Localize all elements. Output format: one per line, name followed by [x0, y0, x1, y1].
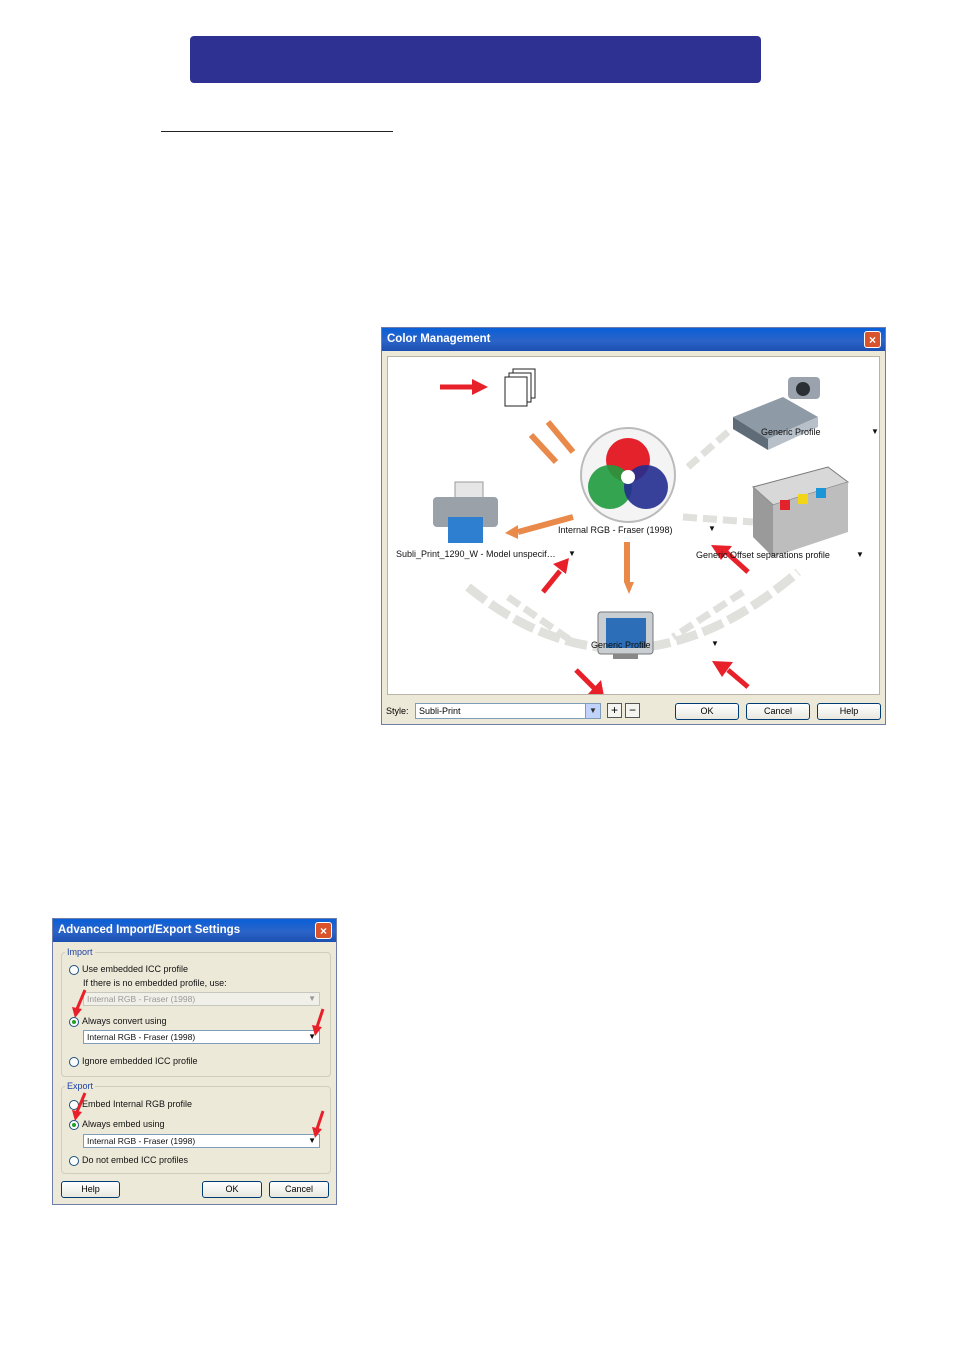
remove-style-button[interactable]: −: [625, 703, 640, 718]
chevron-down-icon[interactable]: ▼: [585, 704, 600, 718]
advanced-title: Advanced Import/Export Settings: [58, 924, 241, 936]
monitor-profile-dropdown-arrow[interactable]: ▼: [711, 639, 719, 648]
ignore-embedded-label: Ignore embedded ICC profile: [82, 1056, 198, 1066]
printer-icon: [433, 481, 498, 543]
ok-button[interactable]: OK: [675, 703, 739, 720]
document-stack-icon: [504, 368, 536, 407]
convert-profile-select[interactable]: Internal RGB - Fraser (1998) ▼: [83, 1030, 320, 1044]
separations-profile-label: Generic Offset separations profile: [696, 550, 830, 560]
header-banner: [190, 36, 761, 83]
embed-profile-select[interactable]: Internal RGB - Fraser (1998) ▼: [83, 1134, 320, 1148]
fallback-profile-value: Internal RGB - Fraser (1998): [87, 994, 196, 1004]
style-combobox[interactable]: Subli-Print ▼: [415, 703, 601, 719]
import-group-title: Import: [65, 947, 95, 957]
advanced-close-button[interactable]: ×: [315, 922, 332, 939]
advanced-help-button[interactable]: Help: [61, 1181, 120, 1198]
fallback-profile-select: Internal RGB - Fraser (1998) ▼: [83, 992, 320, 1006]
printer-profile-dropdown-arrow[interactable]: ▼: [568, 549, 576, 558]
internal-rgb-label: Internal RGB - Fraser (1998): [558, 525, 673, 535]
internal-rgb-dropdown-arrow[interactable]: ▼: [708, 524, 716, 533]
separations-profile-dropdown-arrow[interactable]: ▼: [856, 550, 864, 559]
chevron-down-icon[interactable]: ▼: [308, 1136, 316, 1145]
grey-flow-sep-monitor: [671, 589, 745, 640]
convert-profile-value: Internal RGB - Fraser (1998): [87, 1032, 196, 1042]
monitor-profile-label: Generic Profile: [591, 640, 651, 650]
orange-flows: [505, 420, 634, 594]
chevron-down-icon: ▼: [308, 994, 316, 1003]
scanner-profile-dropdown-arrow[interactable]: ▼: [871, 427, 879, 436]
monitor-icon: [597, 611, 654, 659]
export-group: [61, 1086, 331, 1174]
do-not-embed-label: Do not embed ICC profiles: [82, 1155, 189, 1165]
advanced-titlebar: Advanced Import/Export Settings: [53, 919, 336, 942]
style-value: Subli-Print: [419, 706, 461, 716]
ignore-embedded-radio[interactable]: [69, 1057, 79, 1067]
heading-underline: [161, 131, 393, 132]
grey-flow-printer-monitor: [506, 594, 575, 645]
color-management-dialog: Color Management ×: [381, 327, 886, 725]
close-button[interactable]: ×: [864, 331, 881, 348]
cancel-button[interactable]: Cancel: [746, 703, 810, 720]
advanced-ok-button[interactable]: OK: [202, 1181, 262, 1198]
printer-profile-label: Subli_Print_1290_W - Model unspecif…: [396, 549, 556, 559]
import-group: [61, 952, 331, 1077]
grey-flow-scanner: [685, 429, 731, 470]
red-annotation-arrows: [440, 379, 750, 694]
always-convert-radio[interactable]: [69, 1017, 79, 1027]
always-embed-label: Always embed using: [82, 1119, 165, 1129]
do-not-embed-radio[interactable]: [69, 1156, 79, 1166]
export-group-title: Export: [65, 1081, 96, 1091]
dialog-titlebar: Color Management: [382, 328, 885, 351]
always-embed-radio[interactable]: [69, 1120, 79, 1130]
help-button[interactable]: Help: [817, 703, 881, 720]
scanner-camera-icon: [733, 377, 820, 450]
embed-internal-label: Embed Internal RGB profile: [82, 1099, 193, 1109]
advanced-import-export-dialog: Advanced Import/Export Settings × Import…: [52, 918, 337, 1205]
style-label: Style:: [386, 706, 409, 716]
rgb-color-wheel-icon: [580, 427, 676, 523]
always-convert-label: Always convert using: [82, 1016, 167, 1026]
advanced-cancel-button[interactable]: Cancel: [269, 1181, 329, 1198]
add-style-button[interactable]: +: [607, 703, 622, 718]
dialog-title: Color Management: [387, 333, 491, 345]
color-flow-canvas: Generic Profile ▼ Internal RGB - Fraser …: [387, 356, 880, 695]
use-embedded-radio[interactable]: [69, 965, 79, 975]
embed-profile-value: Internal RGB - Fraser (1998): [87, 1136, 196, 1146]
scanner-profile-label: Generic Profile: [761, 427, 821, 437]
no-embedded-note: If there is no embedded profile, use:: [83, 978, 227, 988]
color-flow-diagram: [433, 368, 850, 694]
grey-flow-separations: [682, 513, 754, 526]
offset-press-icon: [751, 466, 850, 557]
chevron-down-icon[interactable]: ▼: [308, 1032, 316, 1041]
embed-internal-radio[interactable]: [69, 1100, 79, 1110]
use-embedded-label: Use embedded ICC profile: [82, 964, 189, 974]
